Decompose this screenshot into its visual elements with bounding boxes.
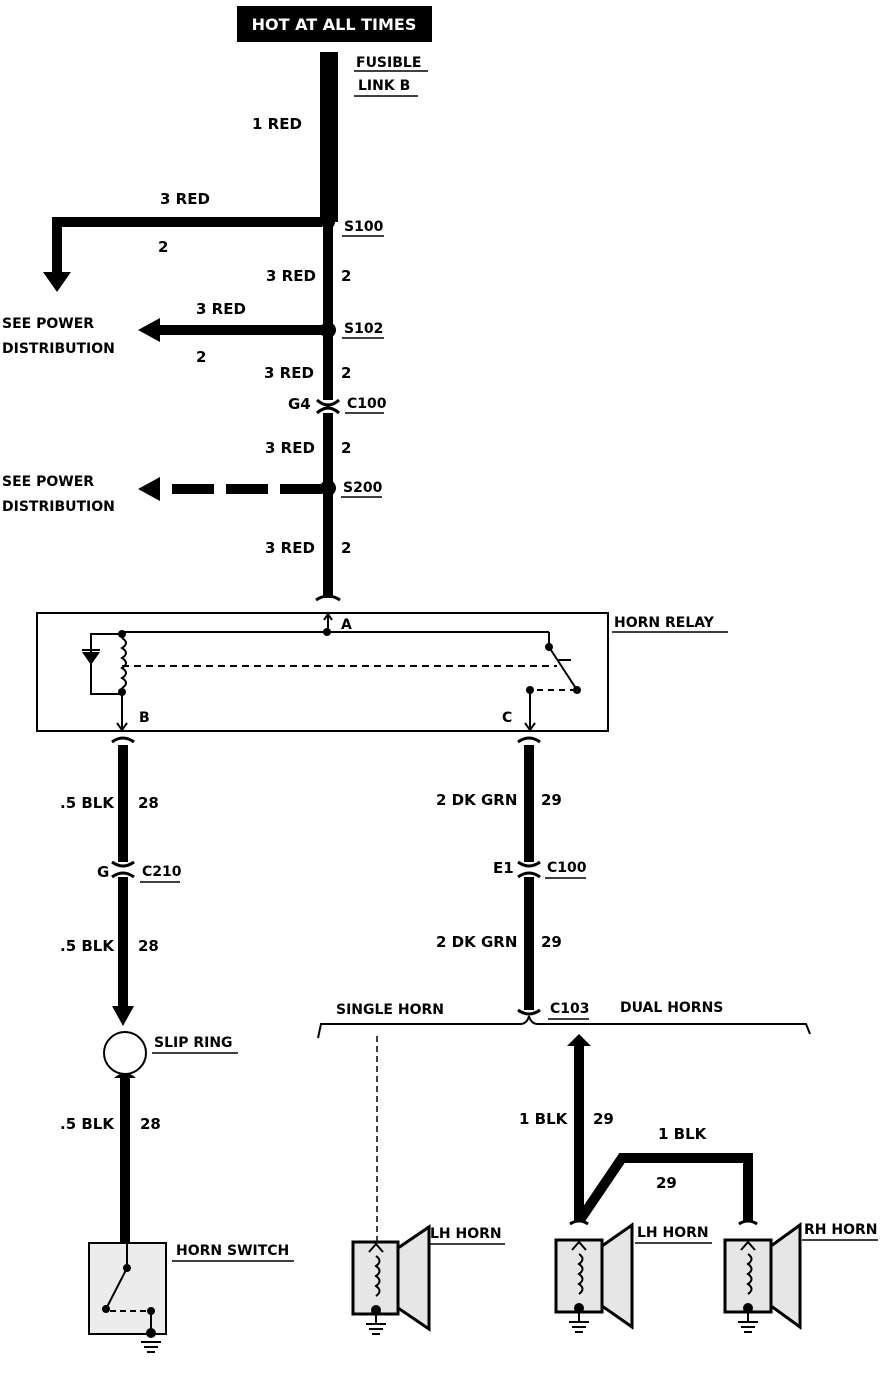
circuit-label-c100-s200: 2 <box>341 439 351 457</box>
relay-b-arrow <box>116 722 128 732</box>
connector-c103-name: C103 <box>550 1001 590 1017</box>
connector-c100-bottom-name: C100 <box>547 860 587 876</box>
horn-switch-arm <box>105 1267 128 1310</box>
dual-lh-connector <box>569 1219 589 1226</box>
wire-label-c210-slip: .5 BLK <box>60 937 115 955</box>
wire-label-s100-s102: 3 RED <box>266 267 316 285</box>
wire-jumper-to-rh <box>575 1153 753 1223</box>
relay-pin-b-connector <box>111 736 135 744</box>
dual-rh-connector <box>738 1219 758 1226</box>
relay-pin-a-connector <box>315 594 341 602</box>
circuit-label-s102-branch: 2 <box>196 348 206 366</box>
slip-ring-icon <box>103 1031 147 1075</box>
dual-rh-horn-label: RH HORN <box>804 1222 878 1238</box>
slip-ring-label: SLIP RING <box>154 1035 233 1051</box>
option-single-horn: SINGLE HORN <box>336 1002 444 1018</box>
circuit-label-relayc-c100: 29 <box>541 791 562 809</box>
relay-pin-b-label: B <box>139 710 150 726</box>
circuit-label-slip-switch: 28 <box>140 1115 161 1133</box>
splice-s100-label: S100 <box>344 219 384 235</box>
horn-switch-ground-node <box>146 1328 156 1338</box>
connector-c210-upper <box>111 860 135 868</box>
horn-relay-label: HORN RELAY <box>614 615 715 631</box>
arrow-left-s200 <box>138 477 160 501</box>
relay-pin-a-label: A <box>341 617 352 633</box>
single-lh-horn-icon <box>351 1224 431 1335</box>
horn-switch-label: HORN SWITCH <box>176 1243 289 1259</box>
wire-label-relayb-c210: .5 BLK <box>60 794 115 812</box>
circuit-label-s102-c100: 2 <box>341 364 351 382</box>
relay-pin-c-connector <box>517 736 541 744</box>
branch-wire-s100 <box>52 217 322 272</box>
circuit-label-rh: 29 <box>656 1174 677 1192</box>
connector-c100-top-upper <box>315 398 341 407</box>
arrow-down-slip-ring <box>112 1006 134 1026</box>
relay-contact-arm <box>548 646 578 691</box>
wire-label-s102-branch: 3 RED <box>196 300 246 318</box>
splice-s200-label: S200 <box>343 480 383 496</box>
connector-c100-bottom-upper <box>517 860 541 868</box>
connector-c100-bottom-pin: E1 <box>493 859 514 877</box>
relay-diode-icon <box>82 652 100 665</box>
relay-contact-tip <box>573 686 581 694</box>
see-power-dist-2-line1: SEE POWER <box>2 474 94 490</box>
wire-label-c103-lh: 1 BLK <box>519 1110 569 1128</box>
connector-c100-top-name: C100 <box>347 396 387 412</box>
header-label: HOT AT ALL TIMES <box>252 15 417 34</box>
circuit-label-relayb-c210: 28 <box>138 794 159 812</box>
horn-relay-box <box>36 612 609 732</box>
wire-label-c100-s200: 3 RED <box>265 439 315 457</box>
dual-lh-horn-icon <box>554 1222 634 1333</box>
wire-label-c100-c103: 2 DK GRN <box>436 933 517 951</box>
circuit-label-c103-lh: 29 <box>593 1110 614 1128</box>
wire-label-s100-branch: 3 RED <box>160 190 210 208</box>
circuit-label-s100-s102: 2 <box>341 267 351 285</box>
relay-diode-loop <box>90 633 122 695</box>
arrow-left-s102 <box>138 318 160 342</box>
connector-c210-lower <box>111 871 135 879</box>
horn-switch-ground-icon <box>141 1341 161 1353</box>
wire-label-s200-relay: 3 RED <box>265 539 315 557</box>
wire-label-rh: 1 BLK <box>658 1125 708 1143</box>
splice-s200-dot <box>320 480 336 496</box>
circuit-label-c100-c103: 29 <box>541 933 562 951</box>
connector-c100-top-lower <box>315 406 341 415</box>
relay-a-arrow <box>323 612 333 621</box>
connector-c100-top-pin: G4 <box>288 395 311 413</box>
slip-ring-output-cap <box>114 1073 136 1078</box>
wire-label-1red: 1 RED <box>252 115 302 133</box>
relay-pin-c-label: C <box>502 710 512 726</box>
wire-label-slip-switch: .5 BLK <box>60 1115 115 1133</box>
wire-label-relayc-c100: 2 DK GRN <box>436 791 517 809</box>
connector-c100-bottom-lower <box>517 871 541 879</box>
fusible-link-label-2: LINK B <box>358 78 410 94</box>
option-bracket <box>317 1015 811 1039</box>
circuit-label-s100-branch: 2 <box>158 238 168 256</box>
dual-lh-horn-label: LH HORN <box>637 1225 709 1241</box>
connector-c210-name: C210 <box>142 864 182 880</box>
wire-label-s102-c100: 3 RED <box>264 364 314 382</box>
see-power-dist-1-line2: DISTRIBUTION <box>2 341 115 357</box>
header-box <box>237 6 432 42</box>
arrow-up-dual-horns <box>567 1034 591 1046</box>
connector-c103-upper <box>517 1008 541 1016</box>
option-dual-horns: DUAL HORNS <box>620 1000 723 1016</box>
horn-switch-arm-tip <box>102 1305 110 1313</box>
single-lh-horn-label: LH HORN <box>430 1226 502 1242</box>
relay-coil <box>120 637 127 689</box>
relay-c-arrow <box>524 722 536 732</box>
arrow-down-s100-branch <box>43 272 71 292</box>
splice-s102-label: S102 <box>344 321 383 337</box>
see-power-dist-2-line2: DISTRIBUTION <box>2 499 115 515</box>
fusible-link-label-1: FUSIBLE <box>356 55 421 71</box>
see-power-dist-1-line1: SEE POWER <box>2 316 94 332</box>
connector-c210-pin: G <box>97 863 109 881</box>
circuit-label-s200-relay: 2 <box>341 539 351 557</box>
dual-rh-horn-icon <box>723 1222 802 1333</box>
circuit-label-c210-slip: 28 <box>138 937 159 955</box>
